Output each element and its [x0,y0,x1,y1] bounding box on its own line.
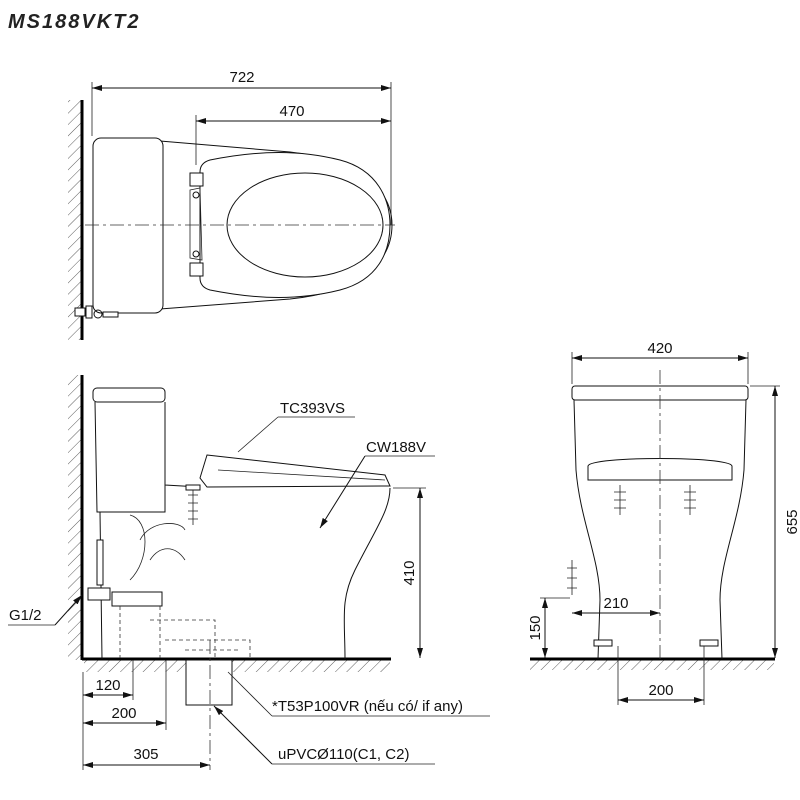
tank-top [92,137,164,314]
tank-body [94,401,166,513]
pipe-label: uPVCØ110(C1, C2) [278,746,409,763]
dim-seat-height: 410 [401,560,418,585]
wall-hatch [68,375,81,660]
dim-width: 420 [647,340,672,357]
body-front [573,399,747,660]
floor-hatch [530,660,774,670]
adapter-label: *T53P100VR (nếu có/ if any) [272,698,463,715]
dim-rough-in-305: 305 [133,746,158,763]
dim-total-height: 655 [784,509,800,534]
drain-pipe [185,659,233,706]
dim-bolt-spacing: 200 [648,682,673,699]
bowl-profile [99,487,391,660]
model-title: MS188VKT2 [8,11,141,33]
seat-front [587,458,733,481]
top-view: 722 470 [68,69,395,340]
dim-overall-length: 722 [229,69,254,86]
floor-hatch [84,660,390,672]
dim-seat-length: 470 [279,103,304,120]
hinge-top [189,172,204,187]
bowl-model-label: CW188V [366,439,426,456]
inlet-thread-label: G1/2 [9,607,42,624]
dim-rough-in-200: 200 [111,705,136,722]
front-view: 420 655 150 210 200 [527,340,800,705]
seat-opening [226,172,384,278]
dim-inlet-offset: 120 [95,677,120,694]
side-view: 410 TC393VS CW188V G1/2 120 200 305 *T53… [8,375,490,770]
wall-hatch [68,100,81,340]
hinge-bottom [189,262,204,277]
dim-inlet-height: 150 [527,615,544,640]
dim-inlet-side: 210 [603,595,628,612]
seat-model-label: TC393VS [280,400,345,417]
tank-lid [92,387,166,403]
